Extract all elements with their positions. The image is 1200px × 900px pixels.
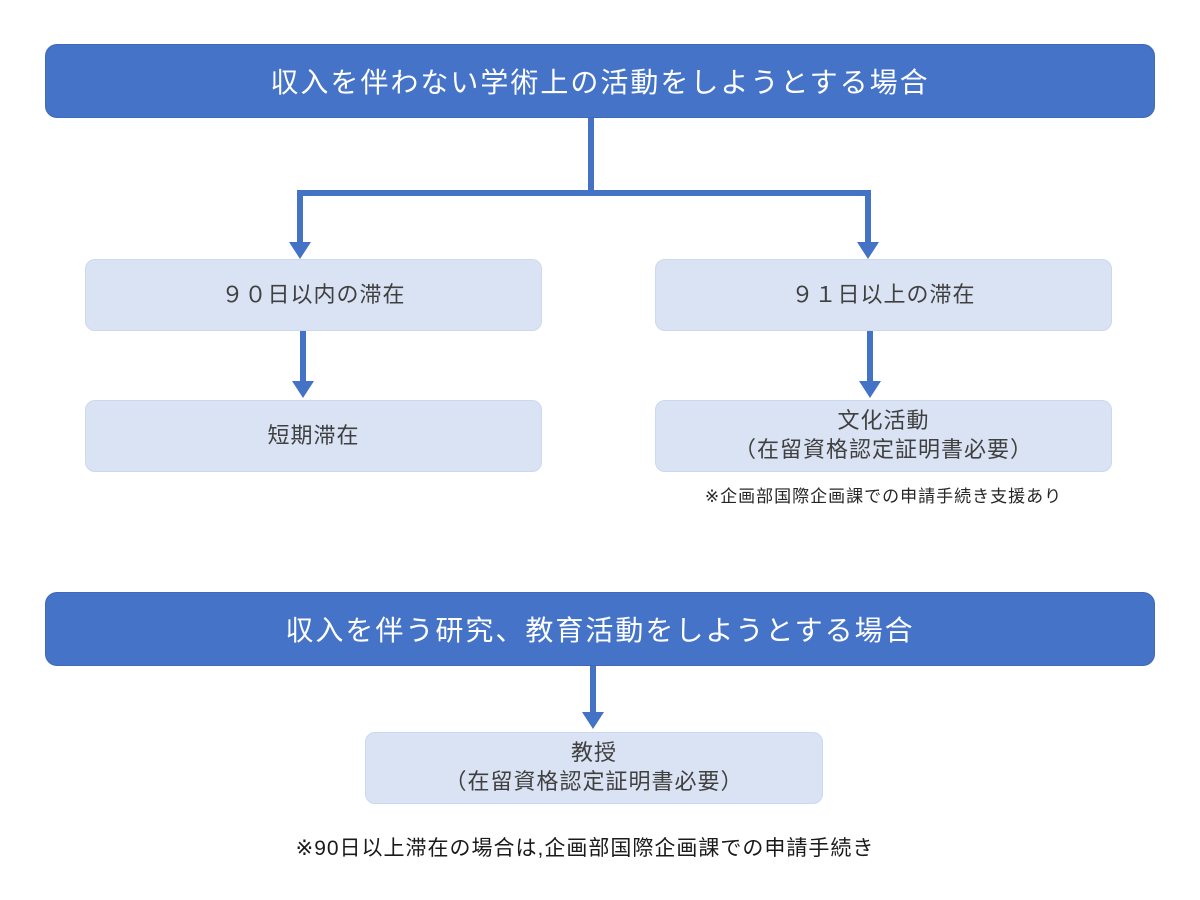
connector-right-drop [865,190,871,243]
box-short-term-stay: 短期滞在 [85,400,542,472]
arrow-down-icon [292,381,314,398]
box-professor-line1: 教授 [570,740,617,766]
arrow-down-icon [582,712,604,729]
box-cultural-activities: 文化活動 （在留資格認定証明書必要） [655,400,1112,472]
arrow-down-icon [859,381,881,398]
note-over-90-days-procedure: ※90日以上滞在の場合は,企画部国際企画課での申請手続き [295,837,875,860]
connector-left-drop [297,190,303,243]
box-professor: 教授 （在留資格認定証明書必要） [365,732,823,804]
box-cultural-activities-line1: 文化活動 [837,408,930,434]
connector-stem-section1 [588,118,594,193]
connector-stem-section2 [590,666,596,713]
connector-left-result [300,331,306,382]
note-application-support: ※企画部国際企画課での申請手続き支援あり [704,487,1063,506]
box-short-term-stay-label: 短期滞在 [267,422,360,448]
box-professor-line2: （在留資格認定証明書必要） [444,769,744,794]
box-stay-91-days-or-more: ９１日以上の滞在 [655,259,1112,331]
box-stay-91-days-or-more-label: ９１日以上の滞在 [791,281,976,307]
box-cultural-activities-line2: （在留資格認定証明書必要） [733,437,1033,462]
header-non-income-academic-activity: 収入を伴わない学術上の活動をしようとする場合 [45,44,1155,118]
arrow-down-icon [289,242,311,259]
box-stay-within-90-days-label: ９０日以内の滞在 [221,281,406,307]
box-stay-within-90-days: ９０日以内の滞在 [85,259,542,331]
header-income-research-education-activity: 収入を伴う研究、教育活動をしようとする場合 [45,592,1155,666]
connector-right-result [867,331,873,382]
connector-split-bar [297,190,871,196]
arrow-down-icon [857,242,879,259]
